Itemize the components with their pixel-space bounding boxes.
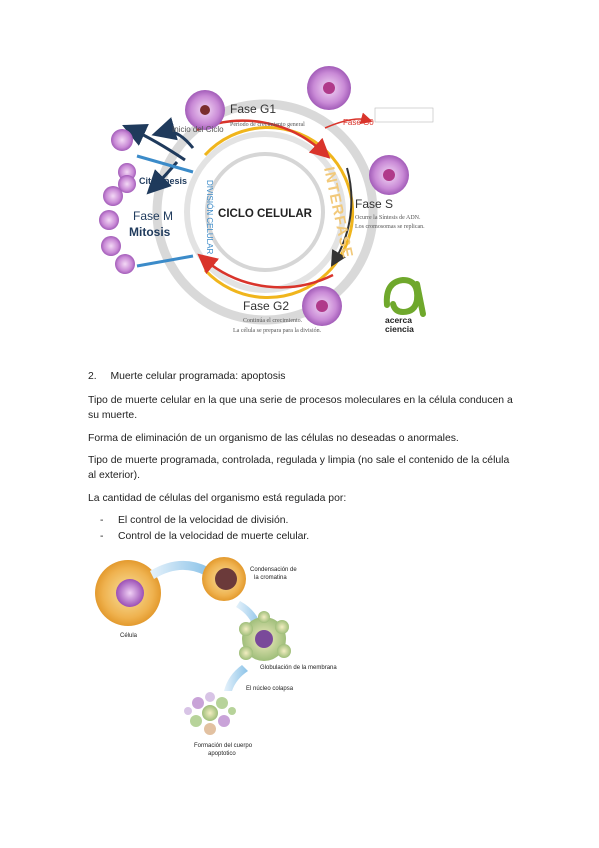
cell-mitosis-7 [115,254,135,274]
apoptosis-arrow-1 [150,560,208,579]
outer-ring [152,99,378,325]
fase-s-desc-2: Los cromosomas se replican. [355,224,425,230]
fase-g2-title: Fase G2 [243,299,289,313]
section-title: Muerte celular programada: apoptosis [110,371,286,382]
paragraph-1: Tipo de muerte celular en la que una ser… [88,395,513,421]
apoptosis-arrow-3 [224,665,248,691]
fase-s-title: Fase S [355,197,393,211]
section-number: 2. [88,371,97,382]
fase-g1-title: Fase G1 [230,102,276,116]
g0-box [374,107,434,123]
fase-g2-desc-2: La célula se prepara para la división. [233,328,322,334]
acerca-ciencia-logo: acerca ciencia [383,276,426,334]
middle-ring [184,131,346,293]
mitosis-line-top [136,154,194,174]
bullet-1-text: El control de la velocidad de división. [118,515,289,526]
inicio-label: Inicio del Ciclo [172,125,224,134]
mitosis-label: Mitosis [129,225,171,239]
cell-cycle-diagram: CICLO CELULAR INTERFASE DIVISIÓN CELULAR… [99,66,434,334]
g0-arrow [324,112,373,129]
bullet-dash: - [100,515,104,526]
division-label: DIVISIÓN CELULAR [205,180,214,254]
start-arrow-3 [146,161,179,195]
cell-mitosis-3 [118,175,136,193]
paragraph-2: Forma de eliminación de un organismo de … [88,433,459,444]
yellow-arc [203,126,355,299]
label-globulacion: Globulación de la membrana [260,665,337,671]
cell-mitosis-1 [111,129,133,151]
apoptosis-diagram: Célula Condensación de la cromatina Glob… [95,557,337,757]
citocinesis-label: Citocinesis [139,176,187,186]
bullet-dash: - [100,531,104,542]
label-condensacion-1: Condensación de [250,567,297,573]
label-condensacion-2: la cromatina [254,575,287,581]
apoptotic-body [184,692,236,735]
cycle-center-label: CICLO CELULAR [218,208,313,220]
s-arrow [330,167,353,267]
fase-g1-desc: Periodo de crecimiento general [230,122,305,128]
cell-mitosis-4 [103,186,123,206]
bullet-2-text: Control de la velocidad de muerte celula… [118,531,310,542]
mitosis-line-bottom [136,254,194,268]
bullet-2: - Control de la velocidad de muerte celu… [100,529,309,544]
start-arrow-2 [122,124,186,162]
logo-line-1: acerca [385,315,412,325]
fase-s-desc-1: Ocurre la Síntesis de ADN. [355,215,421,221]
cell-mitosis-6 [101,236,121,256]
inner-ring [205,152,325,272]
paragraph-3: Tipo de muerte programada, controlada, r… [88,455,510,481]
label-formacion-1: Formación del cuerpo [194,743,253,749]
section-heading: 2. Muerte celular programada: apoptosis [88,371,285,382]
cell-blebbing [239,611,291,661]
label-formacion-2: apoptotico [208,751,236,757]
start-arrow-1 [151,117,195,149]
label-celula: Célula [120,633,138,639]
logo-line-2: ciencia [385,324,414,334]
fase-m-label: Fase M [133,209,173,223]
paragraph-4: La cantidad de células del organismo est… [88,493,347,504]
bullet-1: - El control de la velocidad de división… [100,513,288,528]
fase-g0-title: Fase G0 [343,118,374,127]
cell-mitosis-5 [99,210,119,230]
fase-g2-desc-1: Continúa el crecimiento. [243,318,303,324]
label-nucleo: El núcleo colapsa [246,686,294,692]
g2-arrow [197,253,334,289]
